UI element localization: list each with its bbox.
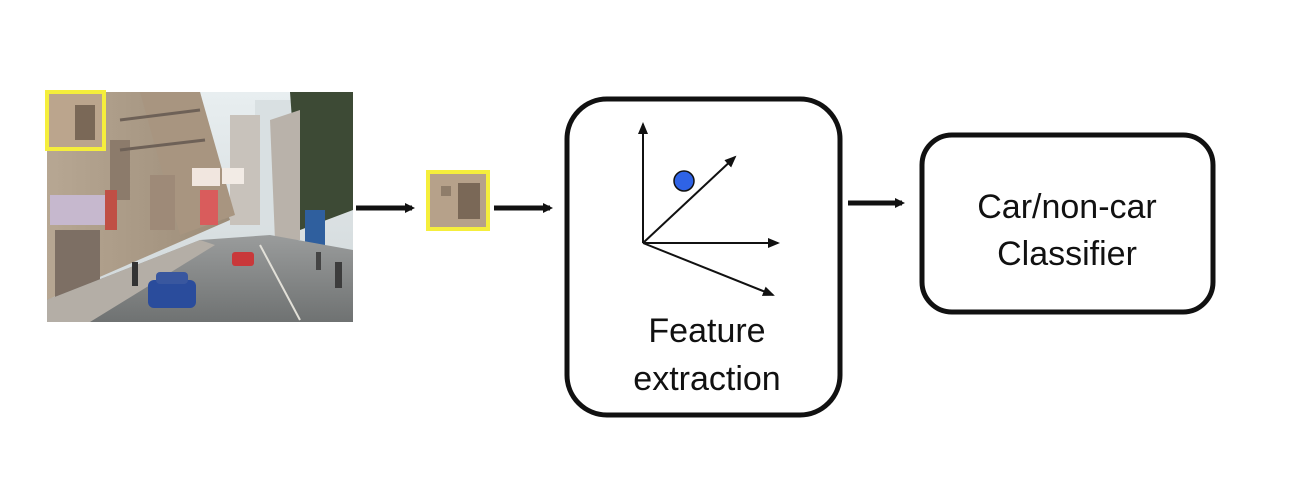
classifier-label-line1: Car/non-car (977, 188, 1157, 226)
feature-label-line1: Feature (648, 312, 765, 350)
classifier-label-line2: Classifier (997, 235, 1137, 273)
image-patch (426, 170, 490, 231)
classifier-box: Car/non-car Classifier (919, 132, 1216, 315)
feature-extraction-box: Feature extraction (564, 96, 843, 418)
highlight-window (45, 90, 106, 151)
feature-label-line2: extraction (633, 360, 780, 398)
street-scene-photo (45, 90, 353, 322)
feature-space-axes (638, 122, 780, 296)
feature-point (673, 170, 695, 192)
